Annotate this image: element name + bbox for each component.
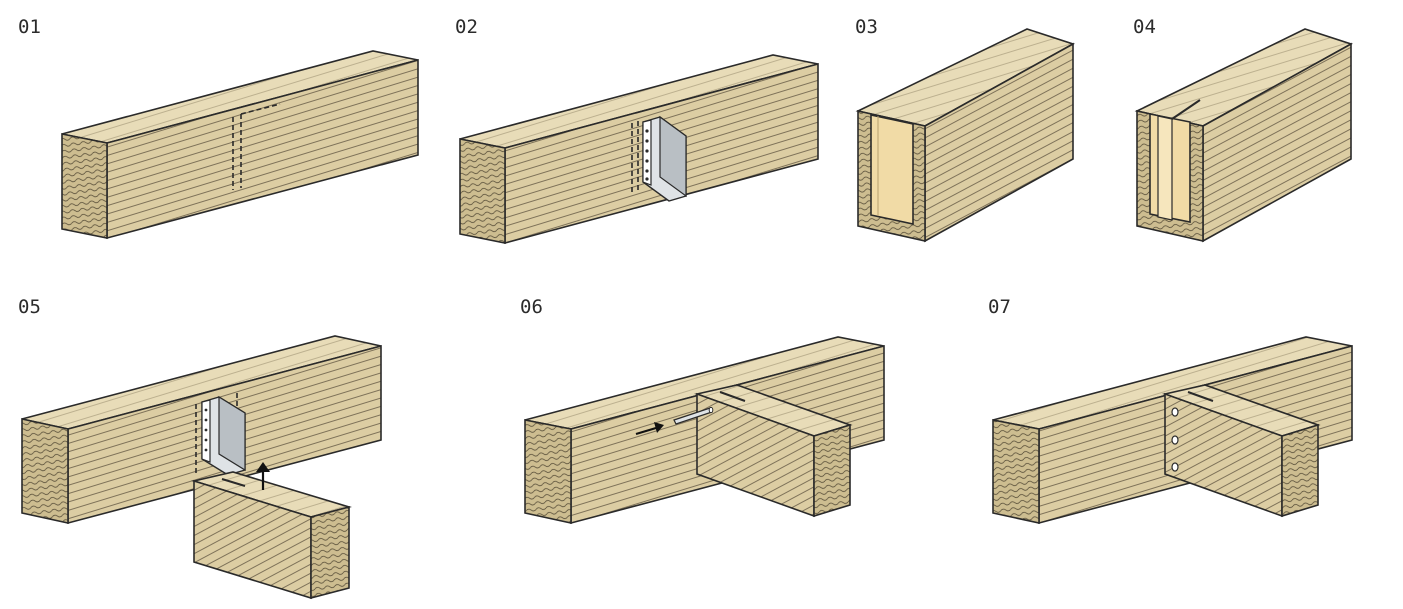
step-06: 06 — [520, 296, 885, 525]
joist-slot-line — [221, 478, 246, 487]
joist-slot-line — [719, 391, 746, 402]
steel-plate — [642, 115, 687, 202]
step-label: 04 — [1133, 16, 1156, 38]
hidden-slot-lines — [631, 121, 639, 193]
step-05: 05 — [18, 296, 382, 600]
joist-slot-line — [1187, 391, 1214, 402]
fastener-holes — [645, 129, 649, 181]
step-label: 01 — [18, 16, 41, 38]
step-04: 04 — [1133, 16, 1353, 243]
main-beam-end-face — [992, 419, 1040, 524]
step-label: 07 — [988, 296, 1011, 318]
step-label: 06 — [520, 296, 543, 318]
dowel-pin — [673, 406, 714, 425]
joist-end-face — [310, 505, 350, 600]
step-03: 03 — [855, 16, 1075, 243]
main-beam-end-face — [21, 418, 69, 524]
step-02: 02 — [455, 16, 819, 245]
dowel-heads — [1171, 407, 1179, 472]
up-arrow-icon — [256, 462, 270, 490]
fastener-holes — [204, 408, 208, 452]
step-label: 03 — [855, 16, 878, 38]
slot-top-line — [1171, 99, 1201, 120]
main-beam-end-face — [524, 419, 572, 524]
joist-end-face — [1281, 423, 1319, 518]
joist-end-face — [813, 423, 851, 518]
end-slot — [870, 114, 914, 225]
step-label: 05 — [18, 296, 41, 318]
beam-end-face — [61, 133, 108, 239]
steel-plate — [201, 395, 246, 476]
inner-plate — [1157, 115, 1173, 221]
hidden-slot-lines — [232, 103, 281, 190]
step-01: 01 — [18, 16, 419, 240]
beam-end-face — [459, 138, 506, 244]
right-arrow-icon — [635, 422, 664, 436]
step-07: 07 — [988, 296, 1353, 525]
step-label: 02 — [455, 16, 478, 38]
